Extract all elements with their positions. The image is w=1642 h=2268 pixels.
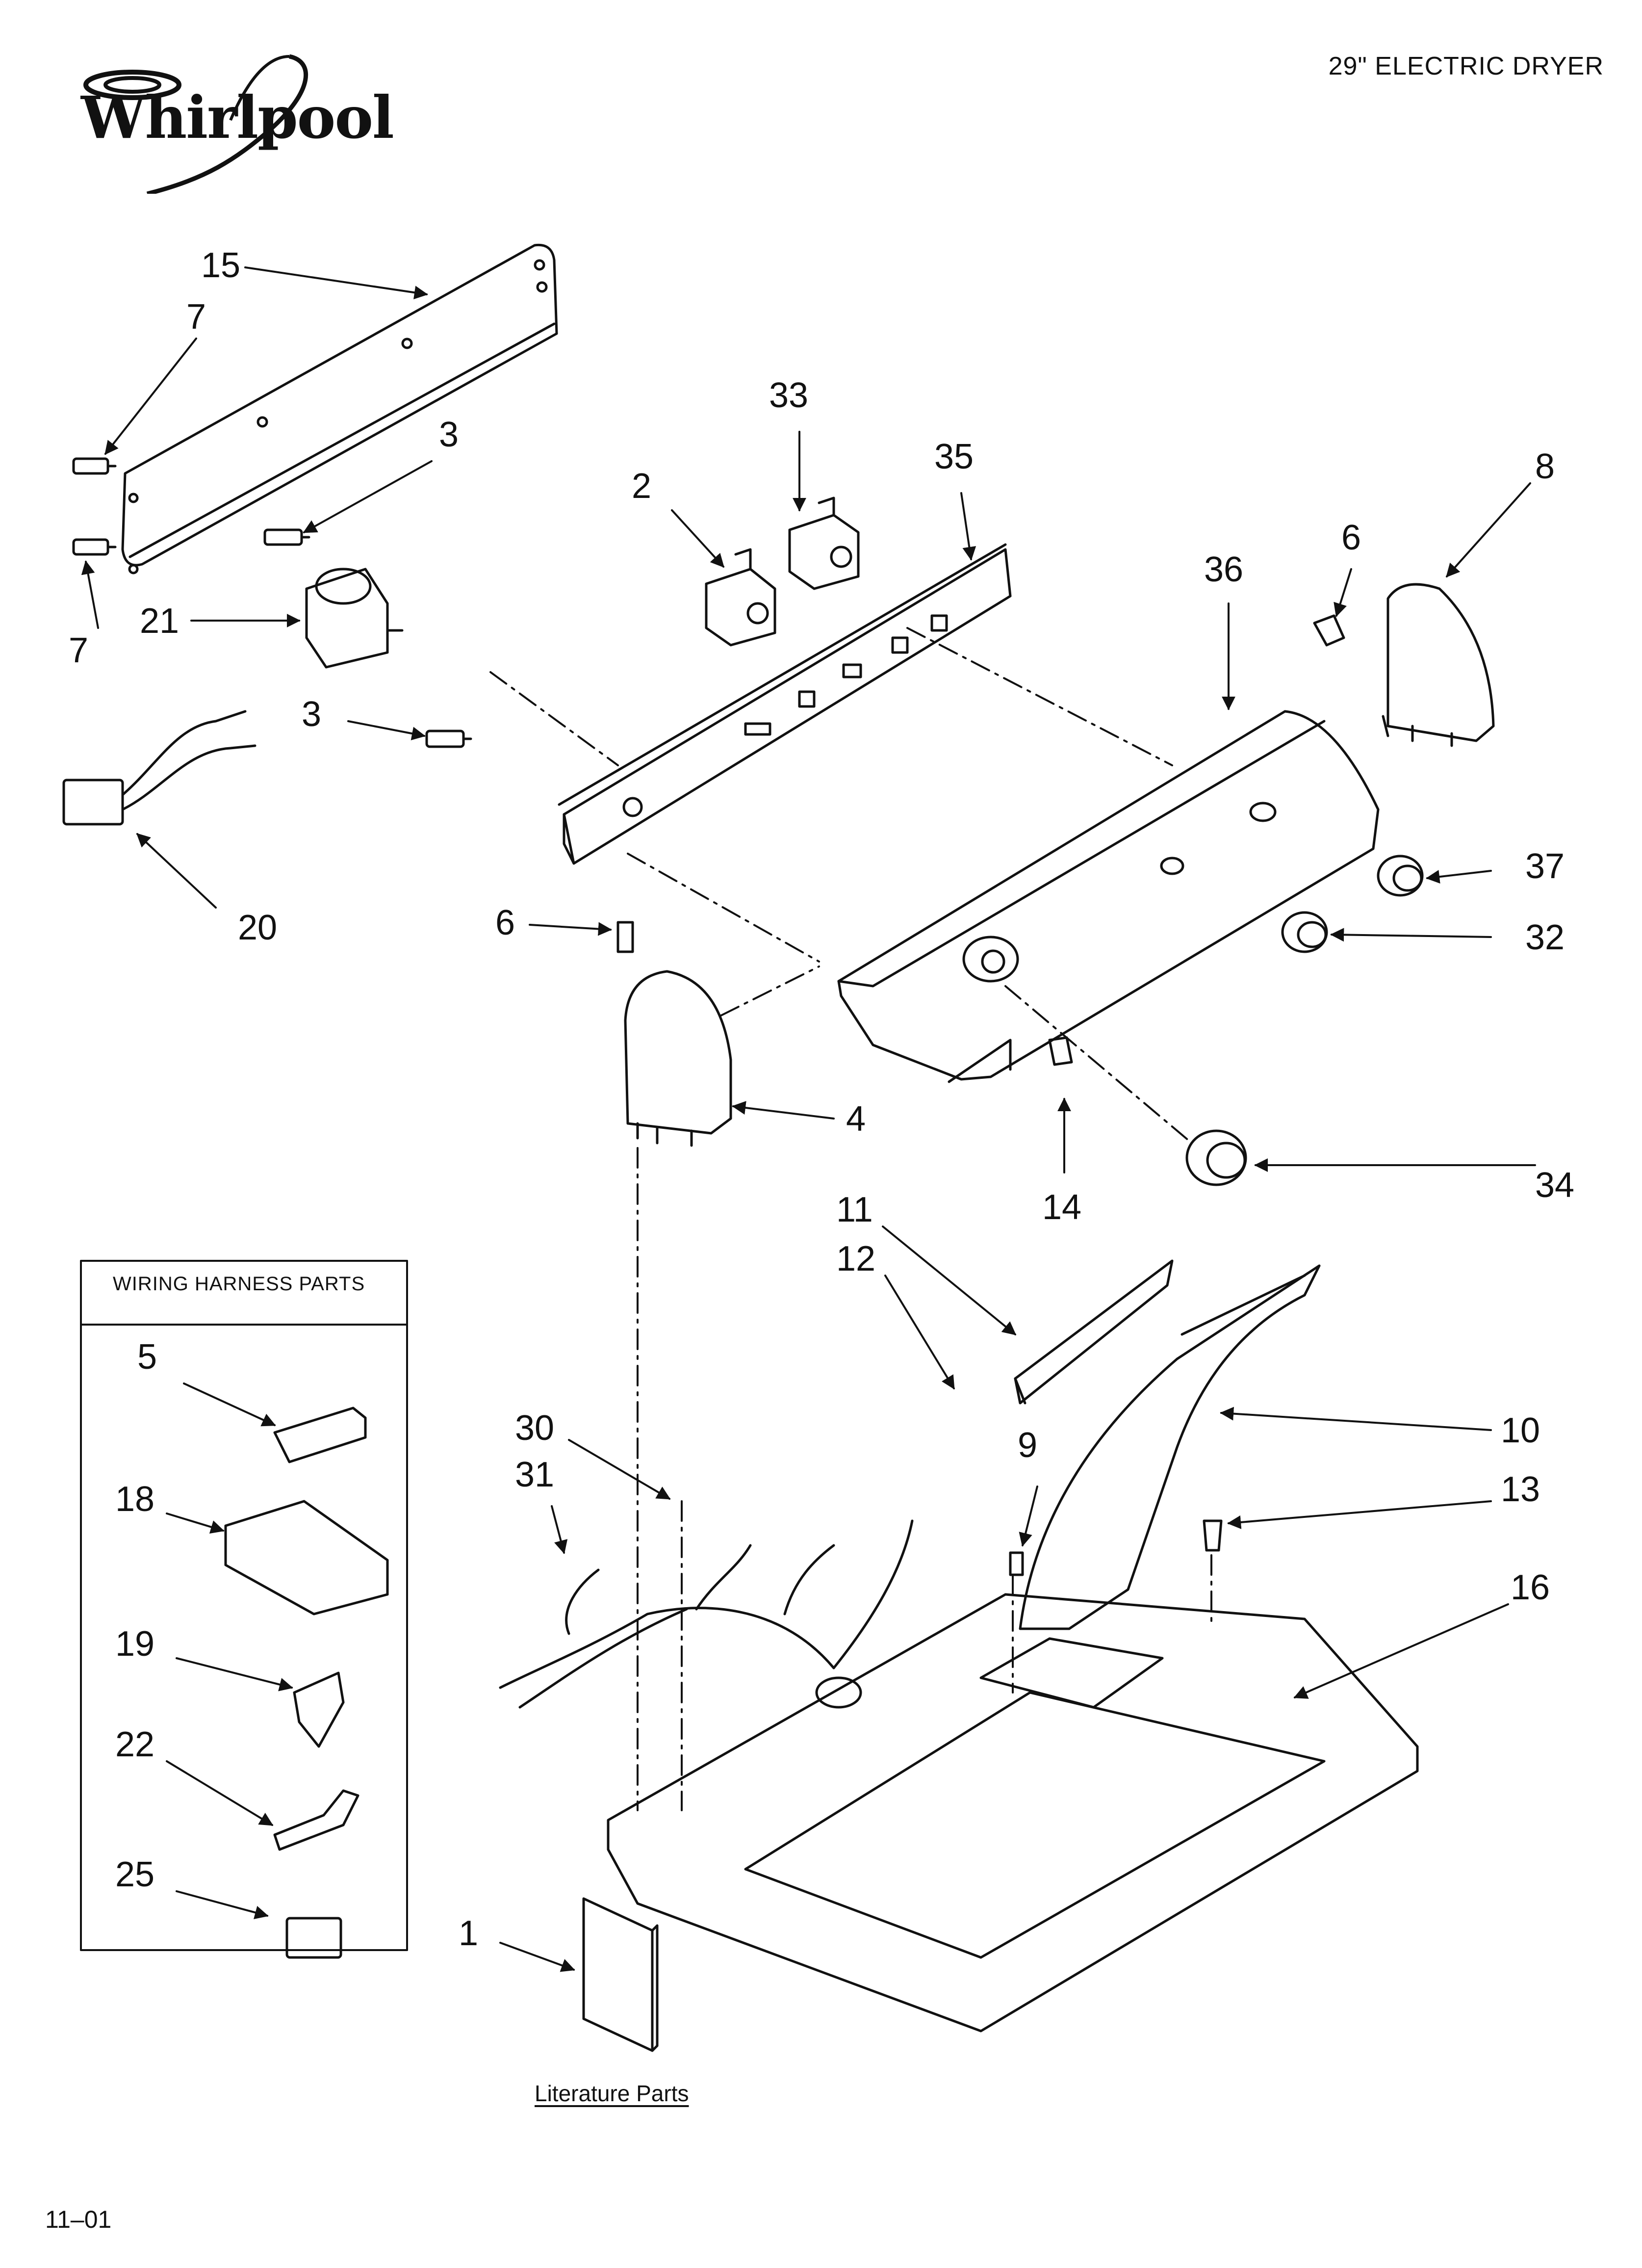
screws-left	[72, 457, 472, 748]
callout-11: 11	[836, 1190, 873, 1229]
screws-misc	[616, 614, 1345, 1576]
revision-code: 11–01	[45, 2206, 112, 2233]
callout-1: 1	[459, 1914, 479, 1953]
dryer-top-16	[607, 1593, 1419, 2033]
whirlpool-logo: Whirlpool	[59, 47, 394, 196]
callout-8: 8	[1535, 447, 1555, 486]
end-cap-4	[624, 970, 732, 1147]
callout-13: 13	[1501, 1470, 1540, 1509]
wire-harness-31	[499, 1519, 914, 1709]
callout-31: 31	[515, 1455, 555, 1494]
callout-6-left: 6	[495, 903, 515, 942]
lint-duct-10	[1019, 1264, 1321, 1630]
timer-21	[305, 568, 404, 669]
callout-3: 3	[439, 415, 459, 454]
callout-32: 32	[1525, 918, 1565, 957]
callout-6: 6	[1341, 518, 1361, 557]
swirl-icon	[83, 54, 308, 196]
console-36	[837, 710, 1380, 1083]
literature-parts-label: Literature Parts	[535, 2081, 689, 2106]
callout-37: 37	[1525, 847, 1565, 886]
brand-wordmark: Whirlpool	[81, 83, 394, 152]
switch-2	[705, 548, 776, 647]
wiring-box-parts	[224, 1407, 389, 1959]
switch-33	[788, 496, 860, 590]
knobs	[1185, 855, 1424, 1186]
callout-19: 19	[115, 1624, 155, 1664]
callout-7-lower: 7	[69, 631, 89, 670]
callout-7: 7	[186, 297, 206, 337]
callout-5: 5	[137, 1337, 157, 1377]
callout-25: 25	[115, 1855, 155, 1894]
callout-21: 21	[140, 601, 180, 641]
end-cap-8	[1382, 583, 1495, 747]
callout-30: 30	[515, 1408, 555, 1448]
callout-2: 2	[632, 467, 652, 506]
rear-panel-15	[121, 243, 558, 574]
callout-4: 4	[846, 1099, 866, 1139]
callout-12: 12	[836, 1239, 876, 1278]
callout-10: 10	[1501, 1411, 1540, 1450]
callout-3-lower: 3	[302, 695, 322, 734]
callout-33: 33	[769, 376, 809, 415]
control-rail-35	[558, 543, 1012, 865]
callout-arrows	[81, 266, 1536, 1972]
callout-20: 20	[238, 908, 278, 947]
callout-18: 18	[115, 1480, 155, 1519]
callout-14: 14	[1042, 1188, 1082, 1227]
callout-16: 16	[1511, 1568, 1550, 1607]
callout-36: 36	[1204, 550, 1244, 589]
callout-35: 35	[934, 437, 974, 476]
page-title: 29" ELECTRIC DRYER	[1328, 52, 1604, 80]
literature-book-1	[582, 1897, 659, 2052]
harness-20	[62, 710, 257, 826]
callout-15: 15	[201, 246, 241, 285]
callout-34: 34	[1535, 1166, 1575, 1205]
callout-9: 9	[1018, 1426, 1038, 1465]
callout-22: 22	[115, 1725, 155, 1764]
wiring-harness-box	[80, 1260, 408, 1951]
lint-screen-11	[1014, 1259, 1174, 1405]
wiring-box-title: WIRING HARNESS PARTS	[113, 1273, 365, 1295]
